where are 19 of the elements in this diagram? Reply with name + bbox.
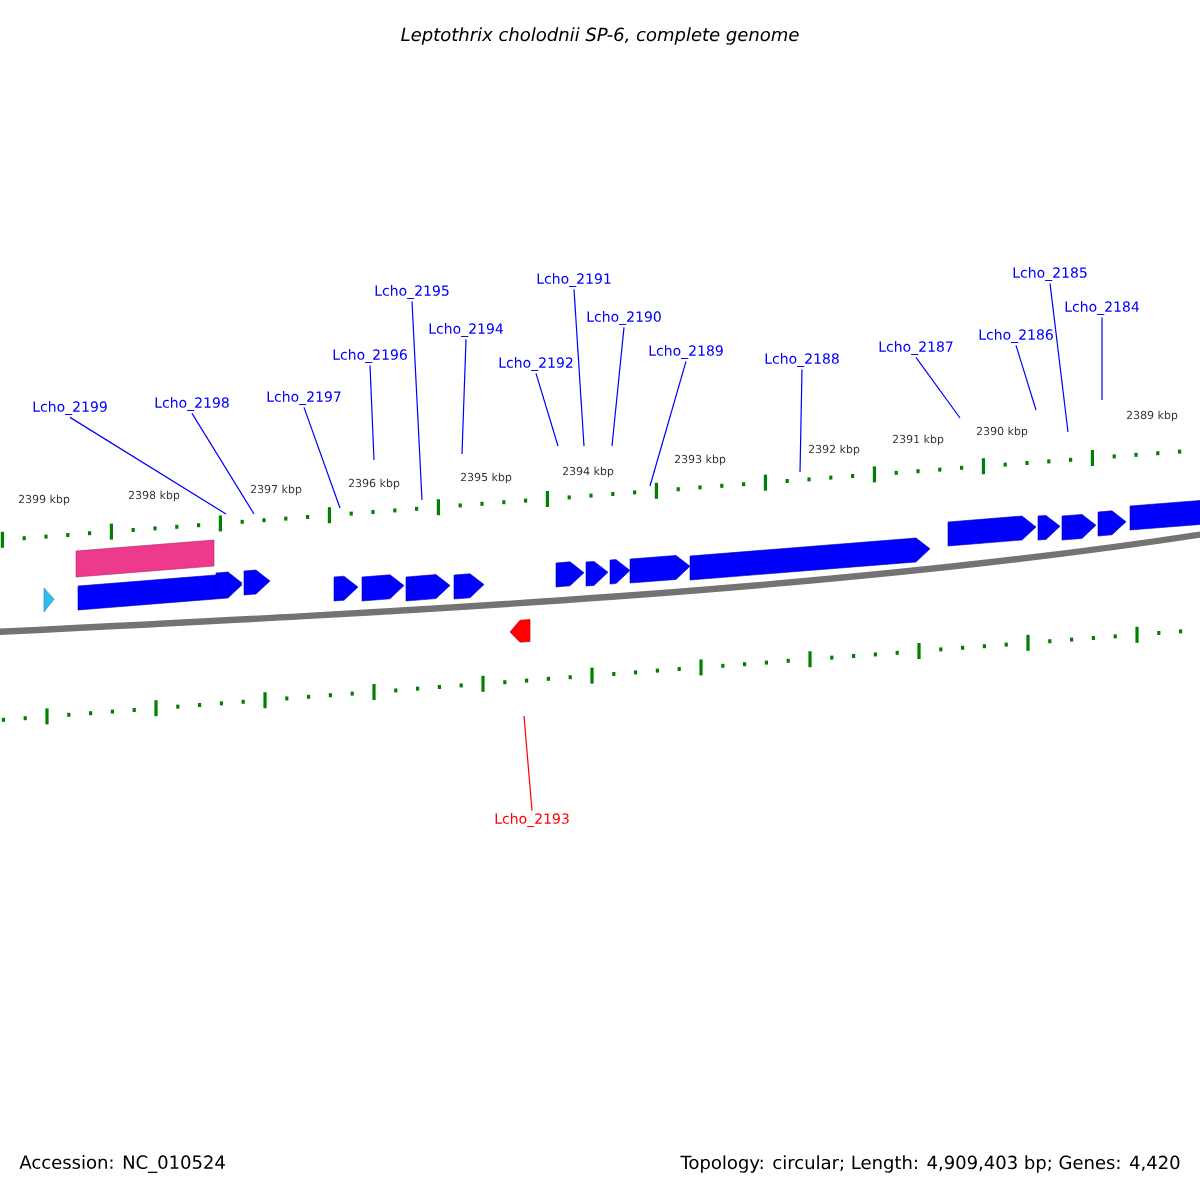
leader-line (535, 372, 559, 447)
title: Leptothrix cholodnii SP-6, complete genome (401, 27, 799, 45)
leader-line (573, 288, 585, 447)
leader-line (69, 416, 227, 515)
leader-line (915, 356, 961, 419)
leader-line (369, 364, 375, 461)
leader-line (1015, 344, 1037, 411)
leader-line (411, 300, 423, 501)
leader-line (799, 368, 803, 473)
leader-line (303, 406, 341, 509)
leader-line (191, 412, 255, 515)
leader-line (523, 715, 533, 812)
footer-text: Topology: circular; Length: 4,909,403 bp; Genes: 4,420 (680, 1155, 1180, 1173)
footer-text: Accession: NC_010524 (19, 1155, 225, 1173)
leader-line (1049, 282, 1069, 433)
leader-line (611, 326, 625, 447)
leader-line (649, 360, 687, 487)
leader-line (1101, 316, 1103, 401)
leader-line (461, 338, 467, 455)
